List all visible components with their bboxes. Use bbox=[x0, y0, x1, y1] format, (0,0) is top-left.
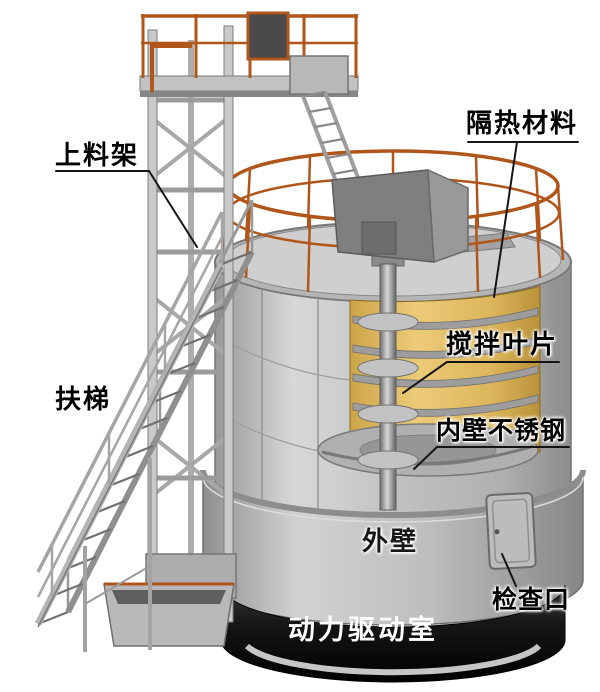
leader-inspection-port bbox=[501, 553, 517, 587]
discharge-trough bbox=[103, 582, 235, 647]
elevator-head bbox=[289, 55, 349, 95]
top-hopper bbox=[246, 11, 290, 61]
leader-lines bbox=[55, 141, 579, 587]
label-mixing-blade: 搅拌叶片 bbox=[446, 330, 559, 360]
label-outer-wall: 外壁 bbox=[362, 527, 419, 557]
staircase bbox=[34, 199, 255, 652]
label-drive-room: 动力驱动室 bbox=[288, 615, 438, 646]
leader-mixing-blade bbox=[402, 361, 448, 394]
leader-inner-wall bbox=[413, 446, 438, 470]
inlet-chute bbox=[331, 168, 469, 264]
tower-top-platform bbox=[139, 11, 359, 97]
mixing-shaft bbox=[357, 251, 419, 511]
label-inner-wall: 内壁不锈钢 bbox=[436, 416, 567, 445]
label-ladder: 扶梯 bbox=[55, 385, 112, 415]
leader-feeding-frame bbox=[55, 170, 198, 248]
leader-insulation bbox=[493, 141, 518, 298]
label-inspection-port: 检查口 bbox=[492, 585, 571, 614]
inspection-door bbox=[485, 492, 537, 570]
label-feeding-frame: 上料架 bbox=[55, 141, 140, 171]
drive-room-base bbox=[220, 584, 566, 683]
label-insulation: 隔热材料 bbox=[466, 109, 579, 139]
